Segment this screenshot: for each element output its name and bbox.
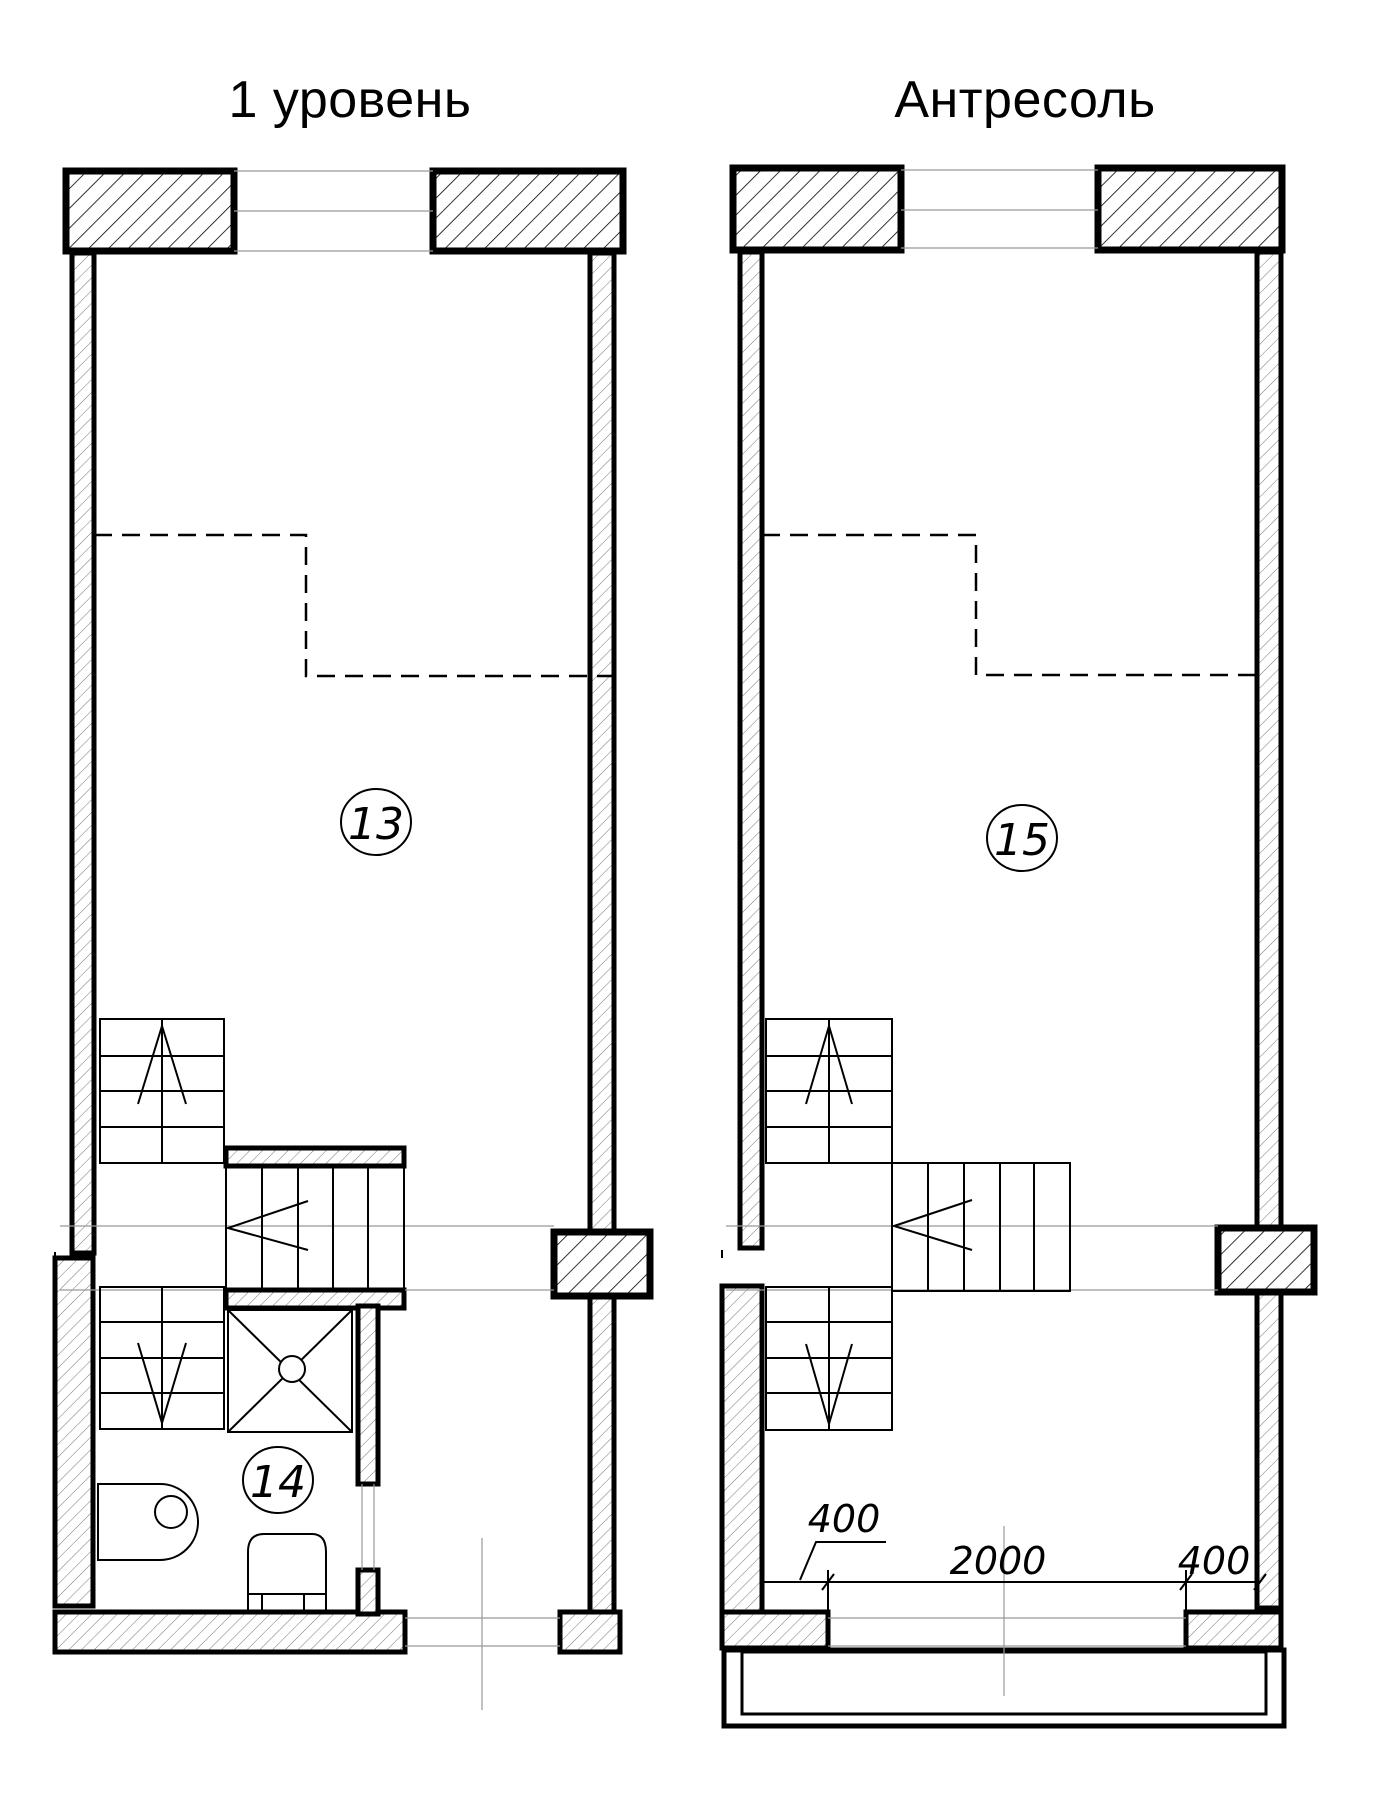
wall-left-lower-r — [719, 1283, 765, 1615]
wall-right-upper-r — [1254, 249, 1284, 1231]
column-right-r — [1214, 1224, 1318, 1296]
wall-left — [69, 250, 97, 1256]
stair-flight-up-r — [765, 1018, 893, 1164]
wall-bottom-right-r — [1183, 1609, 1284, 1651]
mezzanine-outline — [94, 533, 622, 678]
wall-left-lower — [52, 1255, 96, 1609]
dimension-400-right: 400 — [1178, 1539, 1251, 1583]
dimension-chain: 400 2000 400 — [762, 1497, 1267, 1612]
plan-title-mezzanine: Антресоль — [894, 71, 1156, 129]
stair-flight-middle-r — [890, 1162, 1071, 1292]
wall-bottom-left-r — [719, 1609, 831, 1651]
wall-top-left-r — [729, 164, 905, 254]
wall-left-r — [737, 249, 765, 1251]
stair-flight-up — [99, 1018, 225, 1164]
bath-partition — [355, 1303, 381, 1487]
stair-flight-down — [99, 1286, 225, 1430]
room-13-marker — [340, 788, 412, 856]
room-15-marker — [986, 804, 1058, 872]
plan-level-1: 13 14 — [52, 167, 654, 1710]
column-right — [550, 1228, 654, 1300]
mezzanine-outline-r — [762, 533, 1260, 677]
bath-partition-lower — [355, 1567, 381, 1617]
dimension-400-left: 400 — [808, 1497, 881, 1541]
shower-tray — [227, 1309, 353, 1433]
plan-title-level-1: 1 уровень — [228, 71, 472, 129]
toilet — [97, 1483, 199, 1561]
wall-right-lower-r — [1254, 1289, 1284, 1611]
wall-top-right-r — [1094, 164, 1286, 254]
room-label-15: 15 — [994, 815, 1050, 866]
wall-bottom-right — [557, 1609, 623, 1655]
wall-top-right — [429, 167, 627, 255]
wall-right-upper — [587, 250, 617, 1236]
stair-wall-top — [223, 1145, 407, 1169]
washbasin — [247, 1533, 327, 1612]
wall-top-left — [62, 167, 238, 255]
wall-bottom-left — [52, 1609, 408, 1655]
room-14-marker — [242, 1446, 314, 1514]
plan-mezzanine: 15 400 2000 400 — [719, 164, 1318, 1729]
room-label-13: 13 — [348, 799, 404, 850]
dimension-2000: 2000 — [950, 1539, 1047, 1583]
room-label-14: 14 — [250, 1457, 306, 1508]
stair-flight-middle — [224, 1165, 405, 1291]
stair-flight-down-r — [765, 1286, 893, 1431]
wall-right-lower — [587, 1293, 617, 1615]
